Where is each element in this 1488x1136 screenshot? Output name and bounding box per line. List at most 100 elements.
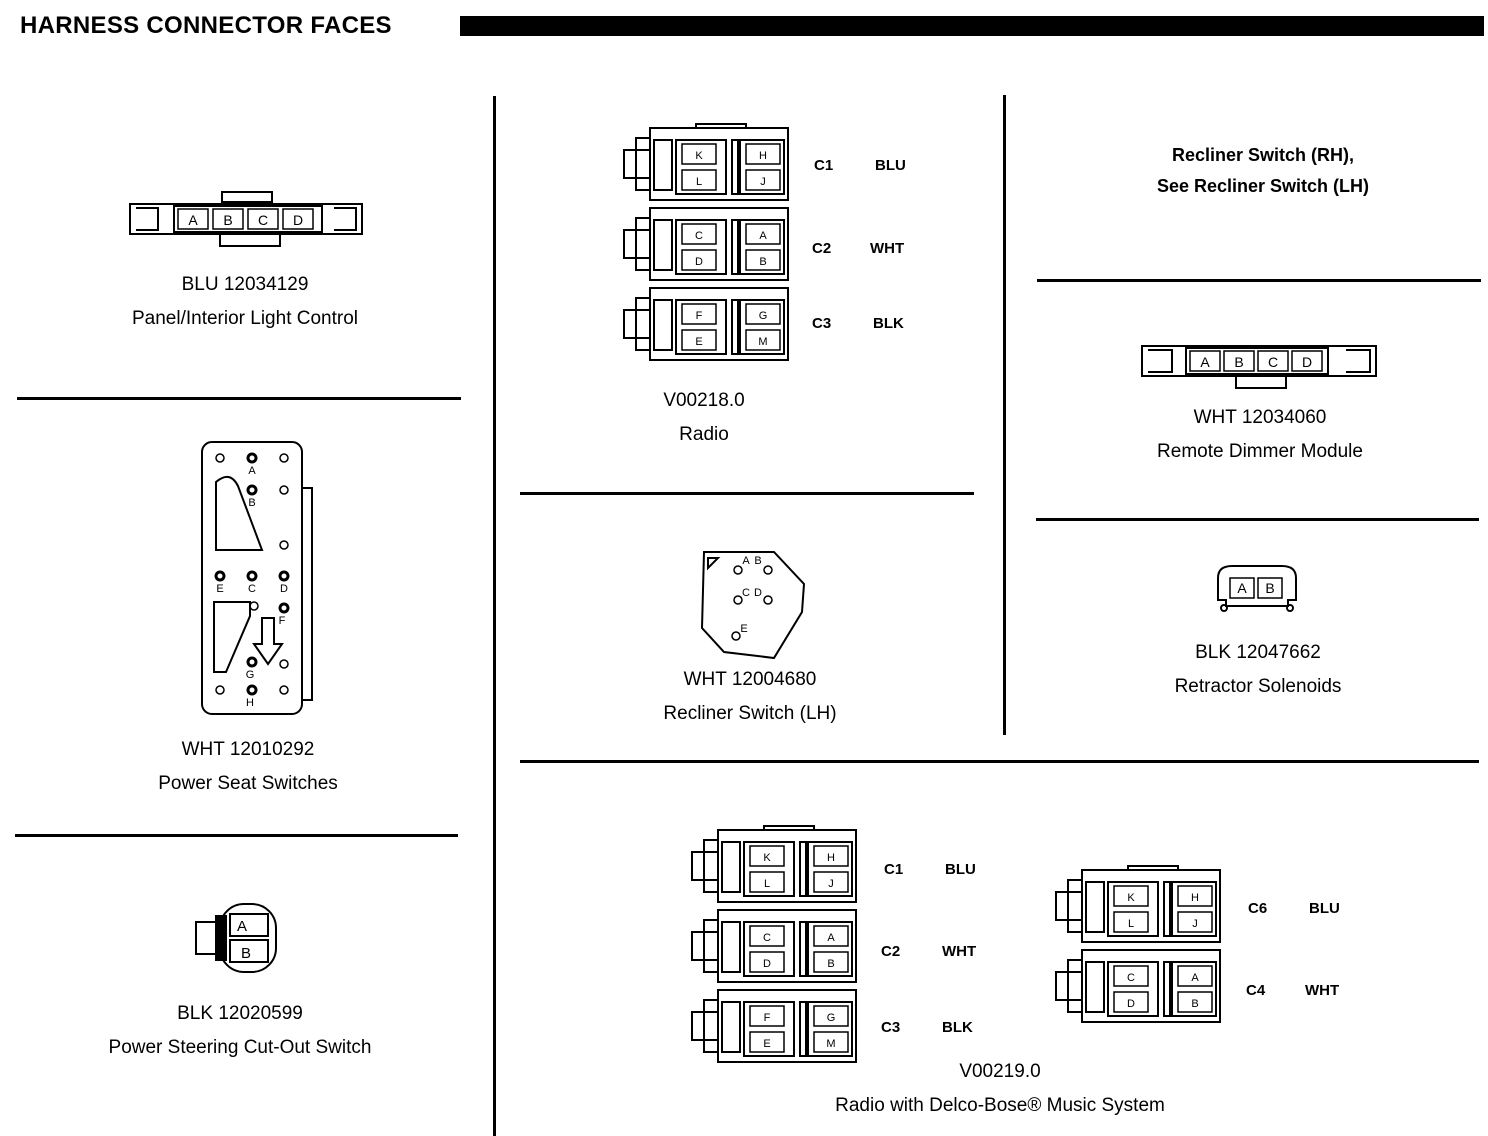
- connector-block: K H L J: [691, 825, 857, 903]
- connector-code: BLK 12020599: [177, 1003, 303, 1024]
- page-title: HARNESS CONNECTOR FACES: [20, 12, 392, 39]
- pin-label: A: [237, 918, 247, 935]
- pin-label: D: [1302, 354, 1312, 370]
- pin-label: J: [1192, 918, 1198, 930]
- row-id: C4: [1246, 982, 1266, 999]
- pin-label: A: [759, 230, 767, 242]
- power-seat-connector: A B C D E F G H: [201, 441, 313, 715]
- row-id: C2: [812, 240, 832, 257]
- pin-label: K: [763, 852, 771, 864]
- pin-label: D: [763, 958, 771, 970]
- pin-label: C: [258, 212, 268, 228]
- divider-left-2: [15, 834, 458, 837]
- connector-code: WHT 12034060: [1193, 407, 1327, 428]
- pin-label: F: [764, 1012, 771, 1024]
- pin-label: H: [1191, 892, 1199, 904]
- pin-label: E: [763, 1038, 770, 1050]
- pin-label: B: [1265, 580, 1274, 596]
- retractor-caption: BLK 12047662 Retractor Solenoids: [1058, 636, 1458, 704]
- connector-code: WHT 12004680: [683, 669, 817, 690]
- pin-label: H: [246, 697, 254, 709]
- recliner-lh-connector: A B C D E: [700, 551, 806, 660]
- row-id: C2: [881, 943, 901, 960]
- pin-label: H: [759, 150, 767, 162]
- pin-label: C: [742, 587, 750, 599]
- row-color: WHT: [942, 943, 977, 960]
- pin-label: K: [695, 150, 703, 162]
- row-color: WHT: [1305, 982, 1340, 999]
- connector-name: Panel/Interior Light Control: [131, 308, 358, 329]
- divider-left-column: [493, 96, 496, 1136]
- pin-label: C: [695, 230, 703, 242]
- pin-label: L: [696, 176, 702, 188]
- pin-label: B: [754, 555, 761, 567]
- ps-cutout-connector: A B: [195, 903, 277, 973]
- pin-label: G: [759, 310, 768, 322]
- pin-label: K: [1127, 892, 1135, 904]
- row-color: BLU: [945, 861, 976, 878]
- panel-light-caption: BLU 12034129 Panel/Interior Light Contro…: [45, 268, 445, 336]
- row-color: BLK: [942, 1019, 973, 1036]
- pin-label: A: [1200, 354, 1210, 370]
- pin-label: M: [758, 336, 767, 348]
- row-id: C3: [812, 315, 832, 332]
- pin-label: G: [827, 1012, 836, 1024]
- pin-label: B: [1191, 998, 1198, 1010]
- note-line: Recliner Switch (RH),: [1171, 145, 1355, 165]
- pin-label: L: [764, 878, 770, 890]
- pin-label: L: [1128, 918, 1134, 930]
- radio-caption: V00218.0 Radio: [604, 384, 804, 452]
- connector-code: BLU 12034129: [181, 274, 309, 295]
- pin-label: E: [216, 583, 223, 595]
- pin-label: A: [188, 212, 198, 228]
- pin-label: E: [695, 336, 702, 348]
- connector-name: Radio with Delco-Bose® Music System: [835, 1095, 1165, 1116]
- divider-left-1: [17, 397, 461, 400]
- connector-block: K H L J: [1055, 865, 1221, 943]
- pin-label: D: [1127, 998, 1135, 1010]
- row-id: C6: [1248, 900, 1268, 917]
- connector-name: Radio: [679, 424, 729, 445]
- divider-right-1: [1037, 279, 1481, 282]
- row-color: BLU: [875, 157, 906, 174]
- connector-code: BLK 12047662: [1195, 642, 1321, 663]
- row-color: WHT: [870, 240, 905, 257]
- pin-label: G: [246, 669, 255, 681]
- pin-label: D: [695, 256, 703, 268]
- note-line: See Recliner Switch (LH): [1156, 176, 1370, 196]
- title-bar: [460, 16, 1484, 36]
- bose-caption: V00219.0 Radio with Delco-Bose® Music Sy…: [700, 1055, 1300, 1123]
- pin-label: A: [248, 465, 256, 477]
- power-seat-caption: WHT 12010292 Power Seat Switches: [48, 733, 448, 801]
- pin-label: B: [248, 497, 255, 509]
- retractor-connector: A B: [1217, 565, 1297, 612]
- pin-label: E: [740, 623, 747, 635]
- pin-label: B: [827, 958, 834, 970]
- pin-label: M: [826, 1038, 835, 1050]
- connector-block: F G E M: [691, 989, 857, 1063]
- connector-name: Power Seat Switches: [158, 773, 338, 794]
- connector-name: Recliner Switch (LH): [663, 703, 837, 724]
- pin-label: A: [1237, 580, 1247, 596]
- pin-label: H: [827, 852, 835, 864]
- divider-bottom: [520, 760, 1479, 763]
- pin-label: A: [742, 555, 750, 567]
- connector-name: Retractor Solenoids: [1174, 676, 1342, 697]
- row-color: BLK: [873, 315, 904, 332]
- pin-label: B: [1234, 354, 1243, 370]
- divider-right-column: [1003, 95, 1006, 735]
- pin-label: B: [223, 212, 232, 228]
- pin-label: D: [754, 587, 762, 599]
- connector-code: V00219.0: [959, 1061, 1041, 1082]
- pin-label: A: [1191, 972, 1199, 984]
- pin-label: J: [828, 878, 834, 890]
- pin-label: J: [760, 176, 766, 188]
- dimmer-connector: A B C D: [1141, 345, 1377, 389]
- pin-label: D: [293, 212, 303, 228]
